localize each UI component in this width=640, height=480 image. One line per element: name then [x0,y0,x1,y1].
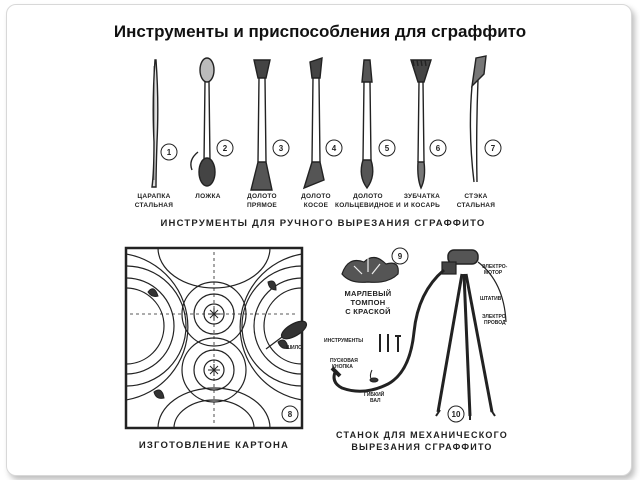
tool-1-number: 1 [167,148,172,157]
tool-4-caption-1: ДОЛОТО [301,193,331,200]
tool-4-caption-2: КОСОЕ [304,202,329,209]
machine-drawing [330,249,507,420]
tripod-label: ШТАТИВ [480,296,502,302]
machine-caption-2: ВЫРЕЗАНИЯ СГРАФФИТО [351,442,492,452]
motor-label-1: ЭЛЕКТРО- [482,264,508,270]
tool-5-caption-1: ДОЛОТО [353,193,383,200]
tampon-caption-3: С КРАСКОЙ [345,307,391,316]
tool-7-caption-2: СТАЛЬНАЯ [457,202,496,209]
board-number-circle [281,405,299,423]
button-label-2: КНОПКА [332,364,353,370]
tool-2-caption-1: ЛОЖКА [195,193,221,200]
slide-title: Инструменты и приспособления для сграффи… [113,22,527,41]
machine-number-circle [447,405,465,423]
cartoon-board-drawing [124,246,304,430]
shaft-label-2: ВАЛ [370,398,381,404]
tool-3-chisel-straight [250,59,273,191]
tool-5-number: 5 [385,144,390,153]
tool-4-number: 4 [332,144,337,153]
tool-4-chisel-oblique [302,56,325,190]
shaft-label-1: ГИБКИЙ [364,390,385,398]
machine-caption-1: СТАНОК ДЛЯ МЕХАНИЧЕСКОГО [336,430,508,440]
tools-label: ИНСТРУМЕНТЫ [324,338,363,344]
tool-3-caption-1: ДОЛОТО [247,193,277,200]
tool-7-caption-1: СТЭКА [464,193,487,200]
tampon-caption-1: МАРЛЕВЫЙ [344,289,391,298]
tampon-number: 9 [398,252,403,261]
tampon-drawing [341,256,399,283]
tool-6-number: 6 [436,144,441,153]
tool-3-caption-2: ПРЯМОЕ [247,202,277,209]
tool-5-caption-2: КОЛЬЦЕВИДНОЕ И [335,202,401,209]
tampon-number-circle [391,247,409,265]
tool-7-stack [469,55,487,183]
wire-label-1: ЭЛЕКТРО [482,314,506,320]
tool-6-caption-2: И КОСАРЬ [404,202,440,209]
wire-label-2: ПРОВОД [484,320,506,326]
awl-drawing [265,320,308,350]
tool-1-scraper [151,59,159,188]
tool-1-caption-2: СТАЛЬНАЯ [135,202,174,209]
machine-number: 10 [452,410,461,419]
tool-2-number: 2 [223,144,228,153]
motor-label-2: МОТОР [484,270,503,276]
sgraffito-illustration: 1 2 3 4 5 6 7 ЦАРАПКА СТАЛЬНАЯ ЛОЖКА ДОЛ… [118,52,528,470]
tool-3-number: 3 [279,144,284,153]
tool-number-circles [160,139,502,161]
tool-5-chisel-ring [360,59,374,190]
board-number: 8 [288,410,293,419]
tampon-caption-2: ТОМПОН [351,298,386,307]
tool-2-spoon [190,57,216,187]
tool-7-number: 7 [491,144,496,153]
tools-section-caption: ИНСТРУМЕНТЫ ДЛЯ РУЧНОГО ВЫРЕЗАНИЯ СГРАФФ… [161,218,486,229]
awl-label: ШИЛО [286,345,302,351]
tool-1-caption-1: ЦАРАПКА [137,193,170,200]
button-label-1: ПУСКОВАЯ [330,358,358,364]
board-caption: ИЗГОТОВЛЕНИЕ КАРТОНА [139,440,289,451]
tool-6-caption-1: ЗУБЧАТКА [404,193,440,200]
tool-6-toothed [410,59,432,190]
